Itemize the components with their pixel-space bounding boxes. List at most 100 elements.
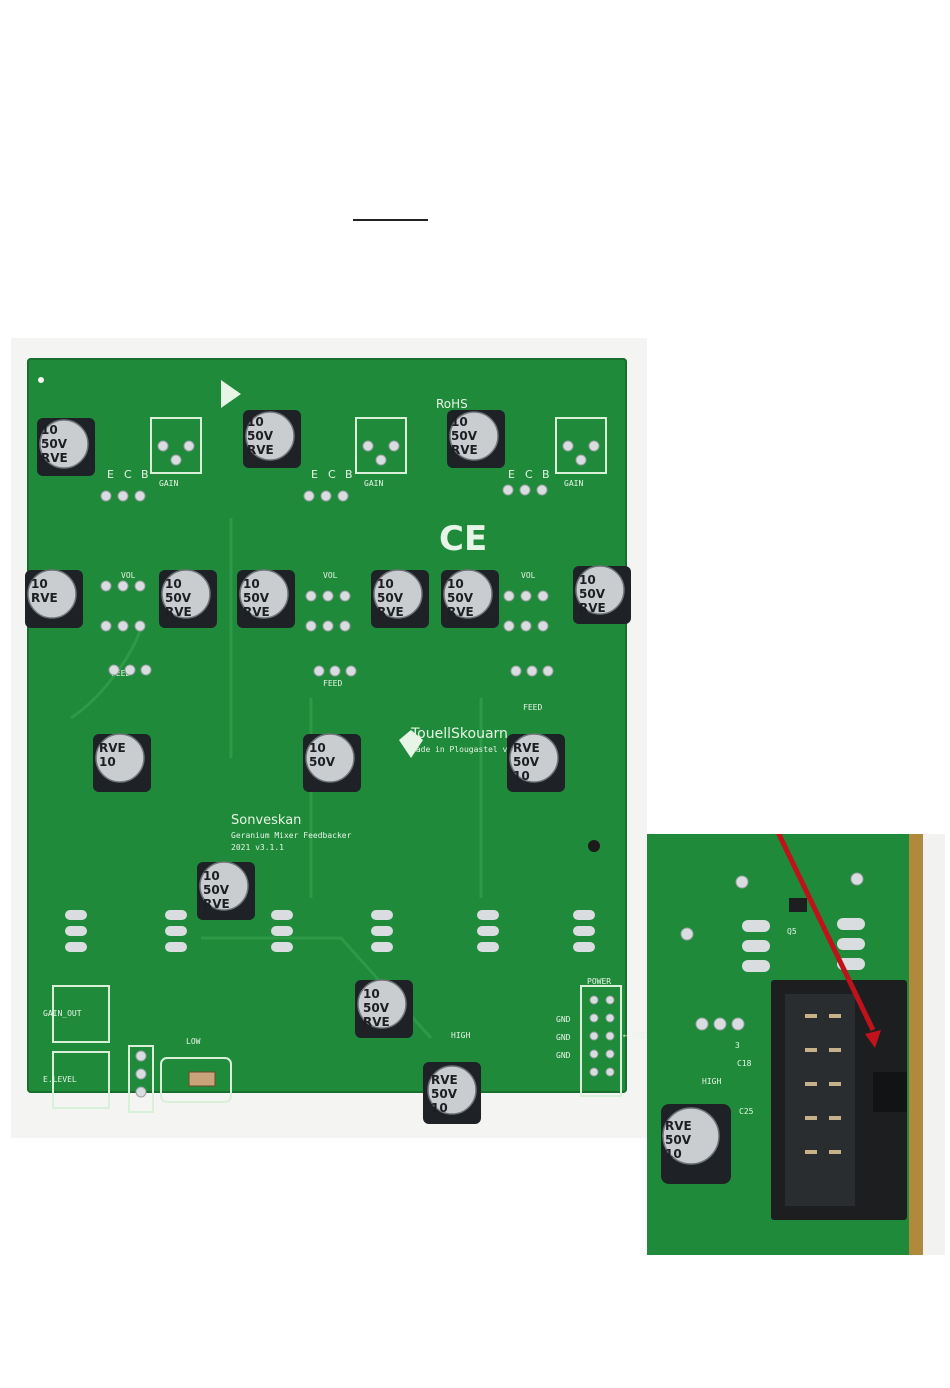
zoom-artwork: Q5 3 HIGH C18 C25 RVE 50V 10 (661, 834, 907, 1220)
low-label: LOW (186, 1037, 201, 1046)
zoom-high-label: HIGH (702, 1077, 721, 1086)
gain-out-pot-outline (52, 985, 110, 1043)
ebc-c: C (124, 468, 132, 481)
svg-text:50V: 50V (363, 1001, 390, 1015)
svg-text:50V: 50V (243, 591, 270, 605)
svg-text:10: 10 (451, 415, 468, 429)
capacitor: 10 50V RVE (243, 410, 301, 468)
mounting-hole (618, 1099, 624, 1105)
svg-text:RVE: RVE (203, 897, 230, 911)
vol-label: VOL (121, 571, 136, 580)
svg-text:GND: GND (556, 1051, 571, 1060)
svg-text:E: E (311, 468, 318, 481)
connector-detail-photo: Q5 3 HIGH C18 C25 RVE 50V 10 (647, 834, 945, 1255)
svg-text:10: 10 (579, 573, 596, 587)
power-header-outline (580, 985, 622, 1097)
svg-text:RVE: RVE (41, 451, 68, 465)
svg-text:C: C (525, 468, 533, 481)
inductor-outline (160, 1057, 232, 1103)
gain-label: GAIN (159, 479, 178, 488)
pcb-edge (909, 834, 923, 1255)
svg-text:50V: 50V (247, 429, 274, 443)
ebc-e: E (107, 468, 114, 481)
gain-out-label: GAIN_OUT (43, 1009, 82, 1018)
svg-text:RVE: RVE (447, 605, 474, 619)
svg-text:RVE: RVE (451, 443, 478, 457)
svg-text:50V: 50V (203, 883, 230, 897)
capacitor: 10 RVE (25, 569, 83, 628)
ce-mark: CE (439, 519, 487, 559)
capacitor: RVE 50V 10 (423, 1062, 481, 1124)
red-ruz-label: ← RED/RUZ (623, 1031, 647, 1040)
rohs-mark: RoHS (436, 397, 468, 411)
capacitor: 10 50V RVE (573, 565, 631, 624)
capacitor: 10 50V RVE (37, 418, 95, 476)
gain2-footprint (355, 417, 407, 474)
svg-text:50V: 50V (447, 591, 474, 605)
zoom-3-label: 3 (735, 1041, 740, 1050)
svg-text:10: 10 (363, 987, 380, 1001)
capacitor: 10 50V RVE (197, 861, 255, 920)
pcb (27, 358, 627, 1093)
horizontal-rule (353, 219, 428, 221)
feed1-label: FEED (111, 669, 130, 678)
pointer-arrow-icon (776, 834, 881, 1048)
svg-text:RVE: RVE (243, 605, 270, 619)
svg-text:50V: 50V (431, 1087, 458, 1101)
capacitor: RVE 50V 10 (507, 733, 565, 792)
gnd-label: GND (556, 1015, 571, 1024)
main-board-photo: GAIN GAIN GAIN E C B E C B E C B VOL VOL… (11, 338, 647, 1138)
svg-text:RVE: RVE (247, 443, 274, 457)
svg-text:50V: 50V (377, 591, 404, 605)
svg-text:E: E (508, 468, 515, 481)
connector-icon (771, 980, 907, 1220)
maker-text: TouellSkouarn (410, 726, 508, 742)
svg-text:RVE: RVE (31, 591, 58, 605)
gain3-footprint (555, 417, 607, 474)
svg-text:50V: 50V (513, 755, 540, 769)
svg-text:10: 10 (377, 577, 394, 591)
elevel-pot-outline (52, 1051, 110, 1109)
c18-label: C18 (737, 1059, 752, 1068)
svg-text:C: C (328, 468, 336, 481)
svg-text:VOL: VOL (521, 571, 536, 580)
capacitor: 10 50V RVE (159, 569, 217, 628)
svg-text:10: 10 (41, 423, 58, 437)
capacitor: 10 50V RVE (355, 979, 413, 1038)
capacitor: 10 50V RVE (237, 569, 295, 628)
svg-text:GAIN: GAIN (564, 479, 583, 488)
svg-text:10: 10 (99, 755, 116, 769)
gain1-footprint (150, 417, 202, 474)
svg-text:50V: 50V (165, 591, 192, 605)
maker-logo-icon (399, 730, 423, 758)
svg-text:GAIN: GAIN (364, 479, 383, 488)
svg-text:10: 10 (203, 869, 220, 883)
svg-text:RVE: RVE (363, 1015, 390, 1029)
svg-text:10: 10 (513, 769, 530, 783)
motto-text: Made in Plougastel va sur ! (411, 745, 541, 754)
svg-text:RVE: RVE (665, 1119, 692, 1133)
capacitor: 10 50V RVE (371, 569, 429, 628)
svg-text:RVE: RVE (377, 605, 404, 619)
high-label: HIGH (451, 1031, 470, 1040)
svg-text:10: 10 (165, 577, 182, 591)
mounting-hole (38, 377, 44, 383)
svg-text:RVE: RVE (513, 741, 540, 755)
svg-text:10: 10 (243, 577, 260, 591)
power-header-pins (589, 995, 615, 1077)
svg-text:GND: GND (556, 1033, 571, 1042)
capacitor: RVE 10 (93, 733, 151, 792)
brand-text: Sonveskan (231, 813, 301, 828)
svg-text:10: 10 (431, 1101, 448, 1115)
power-label: POWER (587, 977, 611, 986)
weee-icon (221, 380, 241, 408)
oval-pads (65, 910, 595, 952)
svg-text:RVE: RVE (431, 1073, 458, 1087)
svg-text:10: 10 (31, 577, 48, 591)
ebc-b: B (141, 468, 149, 481)
svg-text:10: 10 (309, 741, 326, 755)
svg-text:FEED: FEED (323, 679, 342, 688)
svg-text:RVE: RVE (579, 601, 606, 615)
transistor-q5 (789, 898, 807, 912)
svg-text:VOL: VOL (323, 571, 338, 580)
